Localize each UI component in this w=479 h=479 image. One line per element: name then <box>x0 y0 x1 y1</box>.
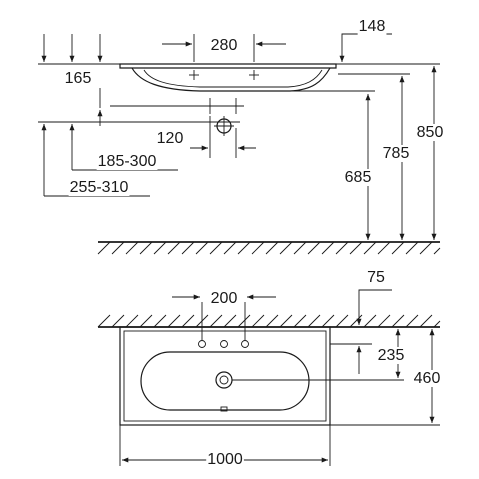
label-backing <box>376 347 406 364</box>
dim-165-label: 165 <box>65 70 92 87</box>
label-backing <box>68 179 130 196</box>
wall-hatch <box>97 314 441 328</box>
label-backing <box>155 130 185 147</box>
dim-850-label: 850 <box>417 124 444 141</box>
basin-profile <box>119 63 350 92</box>
dim-200: 200 <box>172 290 276 340</box>
dim-850: 850 <box>415 66 445 240</box>
dim-200-label: 200 <box>211 290 238 307</box>
dim-185-300: 185-300 <box>72 153 178 171</box>
dim-685: 685 <box>343 90 375 240</box>
dim-75-label: 75 <box>367 269 385 286</box>
dim-165: 165 <box>63 70 103 126</box>
dim-185-300-label: 185-300 <box>98 153 157 170</box>
label-backing <box>412 370 442 387</box>
dim-785-label: 785 <box>383 145 410 162</box>
label-backing <box>96 153 158 170</box>
dim-120-label: 120 <box>157 130 184 147</box>
dim-75: 75 <box>330 269 392 374</box>
label-backing <box>209 37 239 54</box>
reference-arrows <box>41 34 103 62</box>
label-backing <box>381 145 411 162</box>
label-backing <box>63 70 93 87</box>
dim-460-label: 460 <box>414 370 441 387</box>
label-backing <box>366 269 386 286</box>
dim-255-310: 255-310 <box>44 179 150 197</box>
dim-120: 120 <box>155 116 256 158</box>
dim-148: 148 <box>339 18 392 62</box>
label-backing <box>209 290 239 307</box>
dim-280-label: 280 <box>211 37 238 54</box>
label-backing <box>343 169 373 186</box>
dim-460: 460 <box>330 329 442 426</box>
dim-235-label: 235 <box>378 347 405 364</box>
dim-1000: 1000 <box>119 425 331 468</box>
basin-top <box>119 326 331 426</box>
label-backing <box>206 451 244 468</box>
side-view: 280 148 165 <box>38 18 445 255</box>
top-view: 200 75 235 460 1000 <box>97 269 442 468</box>
floor-hatch <box>97 241 441 255</box>
dim-255-310-label: 255-310 <box>70 179 129 196</box>
supply-arrows <box>41 124 75 196</box>
dim-685-label: 685 <box>345 169 372 186</box>
label-backing <box>357 18 387 35</box>
label-backing <box>415 124 445 141</box>
dim-1000-label: 1000 <box>207 451 243 468</box>
dim-235: 235 <box>232 329 406 381</box>
waste-fitting <box>110 98 244 136</box>
dim-280: 280 <box>162 34 286 62</box>
dim-148-label: 148 <box>359 18 386 35</box>
dim-785: 785 <box>338 73 411 240</box>
